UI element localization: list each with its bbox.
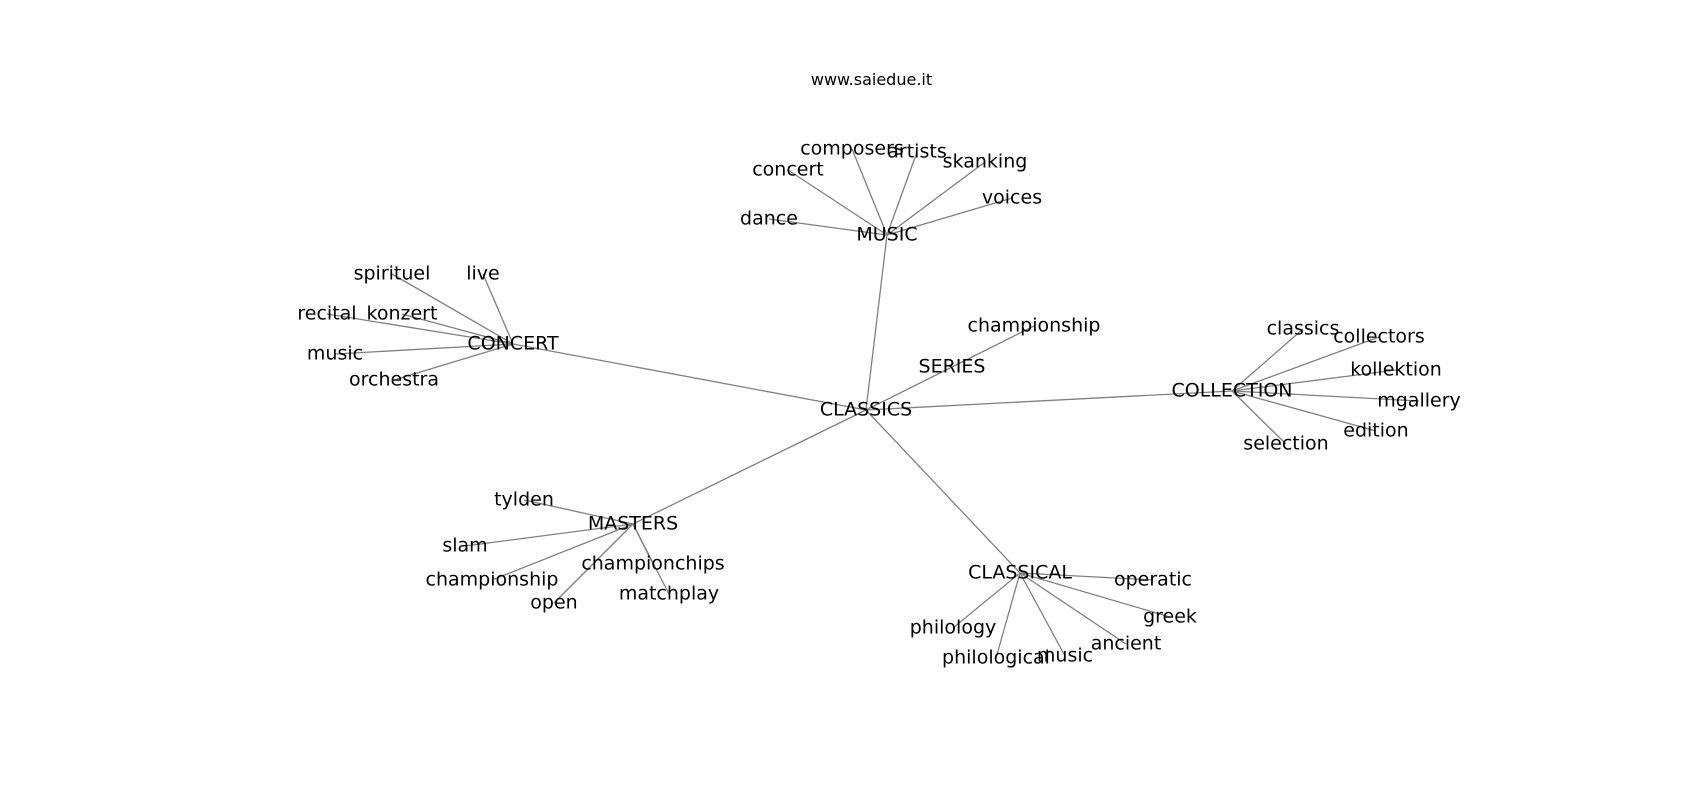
edge-concert-music bbox=[334, 343, 514, 355]
node-leaf-masters-championship: championship bbox=[426, 569, 559, 591]
node-leaf-classical-music: music bbox=[1037, 645, 1093, 667]
node-leaf-concert-spirituel: spirituel bbox=[354, 263, 431, 285]
edge-collection-kollektion bbox=[1231, 369, 1397, 392]
edge-concert-recital bbox=[326, 313, 514, 345]
node-leaf-music-skanking: skanking bbox=[943, 151, 1028, 173]
node-leaf-classical-philological: philological bbox=[942, 647, 1050, 669]
edge-root-music bbox=[865, 234, 888, 411]
edge-collection-mgallery bbox=[1231, 390, 1420, 402]
node-leaf-music-dance: dance bbox=[740, 208, 798, 230]
node-leaf-classical-philology: philology bbox=[910, 617, 997, 639]
node-leaf-classical-ancient: ancient bbox=[1091, 633, 1162, 655]
node-leaf-concert-music: music bbox=[307, 343, 363, 365]
edge-classical-greek bbox=[1019, 572, 1171, 618]
edge-collection-edition bbox=[1231, 390, 1377, 432]
node-leaf-music-artists: artists bbox=[887, 141, 946, 163]
edge-classical-philological bbox=[995, 572, 1021, 659]
node-leaf-series-championship: championship bbox=[968, 315, 1101, 337]
edge-classical-operatic bbox=[1019, 572, 1154, 581]
node-hub-concert: CONCERT bbox=[467, 333, 559, 355]
node-leaf-classical-operatic: operatic bbox=[1114, 569, 1192, 591]
node-leaf-collection-edition: edition bbox=[1343, 420, 1408, 442]
edge-masters-matchplay bbox=[632, 523, 670, 595]
edge-masters-open bbox=[553, 523, 634, 604]
edge-music-voices bbox=[886, 197, 1013, 236]
node-hub-classical: CLASSICAL bbox=[968, 562, 1072, 584]
edge-collection-classics bbox=[1231, 328, 1304, 392]
node-root-classics: CLASSICS bbox=[820, 399, 912, 421]
node-leaf-music-voices: voices bbox=[982, 187, 1042, 209]
node-leaf-concert-konzert: konzert bbox=[367, 303, 438, 325]
node-hub-series: SERIES bbox=[919, 356, 986, 378]
edge-classical-philology bbox=[952, 572, 1021, 629]
node-leaf-concert-recital: recital bbox=[297, 303, 356, 325]
edges-layer bbox=[326, 148, 1420, 659]
node-leaf-collection-kollektion: kollektion bbox=[1350, 359, 1442, 381]
node-leaf-music-composers: composers bbox=[800, 138, 904, 160]
edge-concert-live bbox=[482, 273, 514, 345]
node-leaf-collection-selection: selection bbox=[1243, 433, 1328, 455]
node-leaf-masters-open: open bbox=[530, 592, 577, 614]
edge-masters-slam bbox=[464, 523, 634, 547]
edge-music-skanking bbox=[886, 161, 986, 236]
edge-root-masters bbox=[632, 409, 867, 525]
edge-concert-orchestra bbox=[393, 343, 514, 381]
node-leaf-masters-championchips: championchips bbox=[581, 553, 724, 575]
node-hub-collection: COLLECTION bbox=[1171, 380, 1292, 402]
edge-series-championship bbox=[951, 325, 1035, 368]
node-hub-music: MUSIC bbox=[856, 224, 917, 246]
edge-classical-ancient bbox=[1019, 572, 1127, 645]
node-leaf-masters-slam: slam bbox=[442, 535, 487, 557]
node-leaf-music-concert: concert bbox=[752, 159, 824, 181]
edge-concert-spirituel bbox=[391, 273, 514, 345]
edge-root-concert bbox=[512, 343, 867, 411]
node-hub-masters: MASTERS bbox=[588, 513, 678, 535]
edge-masters-championship bbox=[491, 523, 634, 581]
node-leaf-concert-live: live bbox=[466, 263, 500, 285]
node-leaf-collection-collectors: collectors bbox=[1333, 326, 1425, 348]
edge-root-series bbox=[865, 366, 953, 411]
diagram-caption: www.saiedue.it bbox=[810, 70, 933, 89]
edge-music-dance bbox=[768, 218, 888, 236]
node-leaf-classical-greek: greek bbox=[1143, 606, 1197, 628]
node-leaf-collection-classics: classics bbox=[1267, 318, 1340, 340]
edge-concert-konzert bbox=[401, 313, 514, 345]
edge-music-artists bbox=[886, 151, 918, 236]
edge-classical-music bbox=[1019, 572, 1066, 657]
node-leaf-masters-tylden: tylden bbox=[494, 489, 554, 511]
edge-collection-collectors bbox=[1231, 336, 1380, 392]
edge-root-collection bbox=[865, 390, 1233, 411]
node-leaf-masters-matchplay: matchplay bbox=[619, 583, 719, 605]
edge-music-composers bbox=[851, 148, 888, 236]
edge-collection-selection bbox=[1231, 390, 1287, 445]
node-leaf-collection-mgallery: mgallery bbox=[1377, 390, 1461, 412]
edge-root-classical bbox=[865, 409, 1021, 574]
node-leaf-concert-orchestra: orchestra bbox=[349, 369, 439, 391]
edge-masters-tylden bbox=[523, 499, 634, 525]
edge-music-concert bbox=[787, 169, 888, 236]
